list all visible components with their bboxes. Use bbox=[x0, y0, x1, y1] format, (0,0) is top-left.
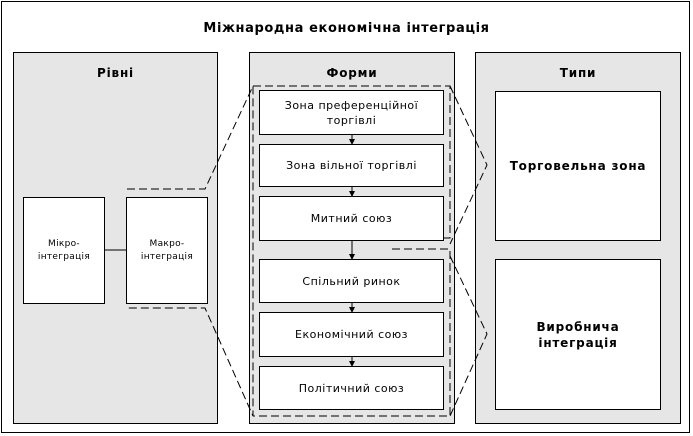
macro-integration-box: Макро-інтеграція bbox=[126, 197, 208, 304]
form-label-6: Політичний союз bbox=[298, 381, 405, 395]
trade-zone-box: Торговельна зона bbox=[495, 91, 661, 241]
form-label-4: Спільний ринок bbox=[302, 274, 401, 288]
forms-panel-title: Форми bbox=[326, 66, 378, 80]
form-label-1: Зона преференційної торгівлі bbox=[284, 98, 419, 127]
form-box-5: Економічний союз bbox=[259, 312, 444, 357]
macro-integration-label: Макро-інтеграція bbox=[140, 238, 194, 262]
form-label-5: Економічний союз bbox=[295, 328, 408, 341]
form-label-3: Митний союз bbox=[310, 212, 393, 225]
types-panel-title: Типи bbox=[559, 66, 597, 80]
production-integration-label: Виробнича інтеграція bbox=[536, 319, 620, 350]
micro-integration-label: Мікро-інтеграція bbox=[37, 238, 91, 262]
chevron-trade-zone bbox=[449, 85, 488, 245]
forms-dashed-bracket-left bbox=[127, 85, 254, 417]
form-box-1: Зона преференційної торгівлі bbox=[259, 90, 444, 135]
form-box-2: Зона вільної торгівлі bbox=[259, 144, 444, 187]
form-box-4: Спільний ринок bbox=[259, 259, 444, 303]
forms-dashed-bracket-right-lower bbox=[253, 248, 451, 417]
form-label-2: Зона вільної торгівлі bbox=[286, 159, 417, 172]
production-integration-box: Виробнича інтеграція bbox=[495, 259, 661, 410]
levels-panel-title: Рівні bbox=[97, 66, 134, 80]
trade-zone-label: Торговельна зона bbox=[509, 159, 647, 173]
micro-integration-box: Мікро-інтеграція bbox=[23, 197, 105, 304]
form-box-3: Митний союз bbox=[259, 196, 444, 241]
diagram-title: Міжнародна економічна інтеграція bbox=[203, 21, 490, 36]
form-box-6: Політичний союз bbox=[259, 366, 444, 410]
chevron-production-integration bbox=[449, 255, 488, 417]
